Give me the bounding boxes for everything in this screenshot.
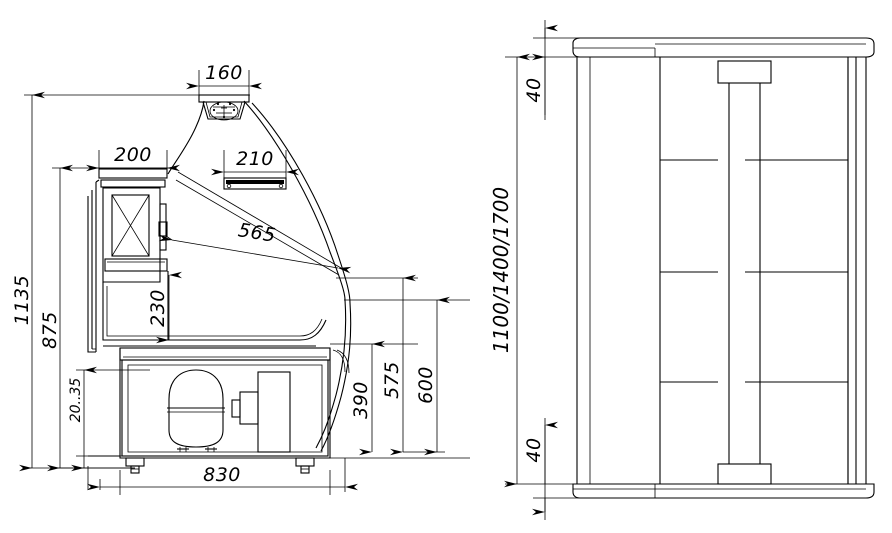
bottom-trim	[572, 483, 875, 499]
rear-upper-housing	[98, 168, 168, 283]
glass-canopy-assembly	[167, 100, 352, 452]
canopy-light-fixture	[198, 94, 250, 121]
compressor	[167, 369, 225, 452]
dimension-575: 575	[381, 274, 416, 456]
dimension-value-875: 875	[39, 311, 61, 349]
dimension-160: 160	[186, 62, 262, 96]
dimension-230: 230	[147, 271, 182, 344]
front-elevation-view: 40 40 1100/1400/1700	[489, 20, 875, 520]
dimension-value-210: 210	[236, 148, 274, 170]
display-well	[95, 271, 327, 352]
dimension-value-830: 830	[203, 464, 241, 486]
dimension-overall-length: 1100/1400/1700	[489, 53, 530, 488]
dimension-200: 200	[86, 144, 180, 172]
dimension-value-1135: 1135	[11, 275, 33, 325]
dimension-210: 210	[211, 148, 299, 180]
dimension-value-565: 565	[237, 219, 278, 247]
rear-wall-panel	[87, 179, 100, 353]
dimension-830: 830	[87, 458, 358, 492]
condenser-unit	[231, 371, 291, 453]
shelf-divisions	[659, 57, 849, 484]
dimension-value-20-35: 20..35	[68, 378, 84, 423]
dimension-565: 565	[158, 219, 352, 274]
dimension-value-overall-length: 1100/1400/1700	[489, 187, 513, 353]
dimension-value-230: 230	[147, 289, 169, 327]
side-section-view: 1135 875 20..35 160 200	[11, 62, 470, 495]
dimension-value-bottom-40: 40	[523, 437, 545, 462]
dimension-1135: 1135	[11, 91, 45, 472]
adjustable-feet	[125, 457, 315, 474]
display-shelf	[223, 177, 287, 190]
dimension-value-600: 600	[415, 366, 437, 404]
dimension-value-390: 390	[350, 381, 372, 419]
dimension-600: 600	[403, 296, 450, 456]
dimension-value-top-40: 40	[523, 77, 545, 102]
cabinet-body	[576, 57, 867, 484]
dimension-top-40: 40	[523, 24, 558, 115]
dimension-bottom-40: 40	[523, 421, 558, 516]
dimension-value-575: 575	[381, 361, 403, 399]
dimension-20-35: 20..35	[68, 366, 97, 472]
dimension-value-160: 160	[205, 62, 243, 84]
machinery-cabinet	[119, 347, 350, 459]
dimension-value-200: 200	[114, 144, 152, 166]
top-trim	[572, 37, 875, 58]
dimension-390: 390	[350, 340, 385, 456]
dimension-875: 875	[39, 164, 73, 472]
